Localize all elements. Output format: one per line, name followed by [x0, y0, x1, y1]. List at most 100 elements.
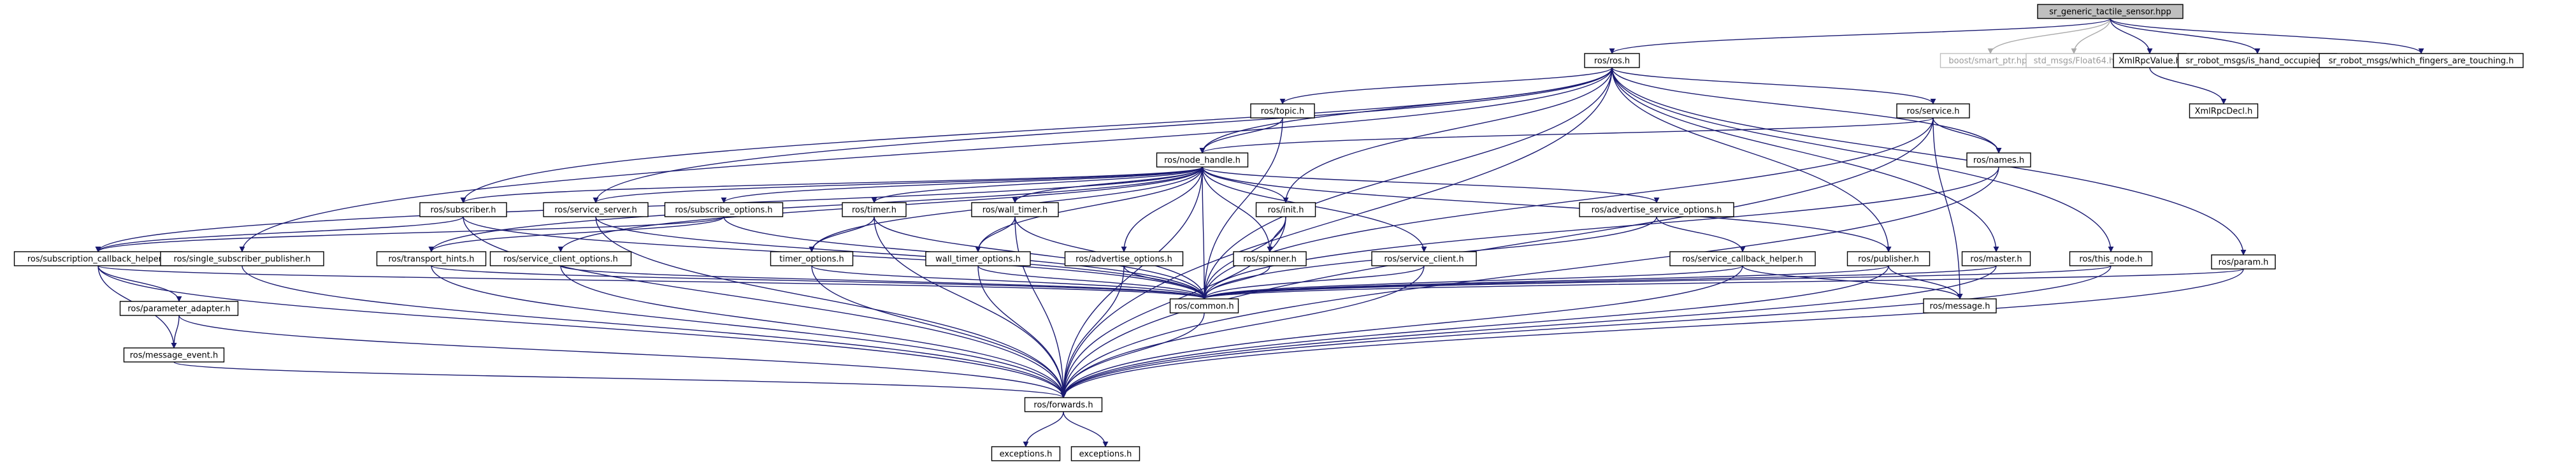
edge-ros-h-to-names	[1611, 67, 2002, 154]
edge-common-to-forwards	[1060, 312, 1205, 398]
edge-line	[977, 265, 1207, 299]
edge-line	[1201, 265, 1425, 299]
edge-node-handle-to-timer	[871, 166, 1203, 203]
edge-line	[1063, 411, 1109, 447]
node-init[interactable]: ros/init.h	[1255, 202, 1316, 217]
node-transport-hints[interactable]: ros/transport_hints.h	[376, 251, 487, 266]
edge-line	[460, 166, 1203, 203]
node-exc1[interactable]: exceptions.h	[991, 446, 1061, 461]
edge-line	[1611, 67, 2002, 154]
edge-publisher-to-forwards	[1060, 265, 1889, 398]
edge-line	[1201, 265, 1889, 299]
node-fingers[interactable]: sr_robot_msgs/which_fingers_are_touching…	[2319, 53, 2524, 68]
node-wall-timer[interactable]: ros/wall_timer.h	[971, 202, 1059, 217]
node-box	[1579, 202, 1734, 217]
node-sub-cb-helper[interactable]: ros/subscription_callback_helper.h	[13, 251, 183, 266]
node-label: std_msgs/Float64.h	[2034, 57, 2114, 66]
edge-line	[874, 216, 1207, 299]
node-label: ros/message_event.h	[130, 351, 219, 361]
edge-line	[1060, 265, 1889, 398]
edge-subscriber-to-forwards	[463, 216, 1067, 398]
node-this-node[interactable]: ros/this_node.h	[2069, 251, 2153, 266]
edge-line	[2071, 18, 2111, 54]
edge-line	[1060, 265, 1125, 398]
node-service-h[interactable]: ros/service.h	[1896, 103, 1970, 119]
node-message[interactable]: ros/message.h	[1923, 298, 1997, 314]
node-label: ros/service_callback_helper.h	[1682, 255, 1803, 264]
node-single-sub-pub[interactable]: ros/single_subscriber_publisher.h	[160, 251, 324, 266]
node-message-event[interactable]: ros/message_event.h	[123, 347, 225, 363]
node-publisher[interactable]: ros/publisher.h	[1846, 251, 1931, 266]
edge-line	[1060, 166, 1999, 398]
node-names[interactable]: ros/names.h	[1966, 152, 2031, 168]
node-adv-srv-opts[interactable]: ros/advertise_service_options.h	[1579, 202, 1734, 217]
edge-advertise-options-to-forwards	[1060, 265, 1125, 398]
node-box	[376, 251, 487, 266]
edge-line	[1932, 117, 2002, 154]
node-subscriber[interactable]: ros/subscriber.h	[419, 202, 507, 217]
edge-line	[95, 216, 464, 252]
edge-line	[1201, 265, 1270, 299]
edge-param-adapter-to-forwards	[178, 315, 1067, 398]
node-common[interactable]: ros/common.h	[1169, 298, 1239, 314]
node-box	[664, 202, 784, 217]
node-label: ros/advertise_options.h	[1076, 255, 1172, 264]
edge-node-handle-to-init	[1202, 166, 1289, 203]
node-node-handle[interactable]: ros/node_handle.h	[1156, 152, 1249, 168]
node-wall-timer-options[interactable]: wall_timer_options.h	[925, 251, 1031, 266]
node-label: ros/single_subscriber_publisher.h	[174, 255, 311, 264]
edge-line	[1201, 166, 1999, 299]
node-label: ros/service_server.h	[554, 206, 637, 215]
node-label: ros/names.h	[1973, 156, 2024, 166]
node-param-adapter[interactable]: ros/parameter_adapter.h	[119, 301, 239, 316]
node-param[interactable]: ros/param.h	[2211, 254, 2276, 270]
edge-line	[1609, 18, 2111, 54]
node-label: ros/topic.h	[1261, 107, 1305, 117]
edge-node-handle-to-sub-cb-helper	[95, 166, 1203, 252]
node-spinner[interactable]: ros/spinner.h	[1233, 251, 1307, 266]
node-srv-client-opts[interactable]: ros/service_client_options.h	[489, 251, 632, 266]
edge-ros-h-to-master	[1611, 67, 1999, 252]
node-box	[1233, 251, 1307, 266]
edge-ros-h-to-service-server	[593, 67, 1613, 203]
node-handocc[interactable]: sr_robot_msgs/is_hand_occupied.h	[2177, 53, 2338, 68]
node-exc2[interactable]: exceptions.h	[1070, 446, 1140, 461]
node-topic[interactable]: ros/topic.h	[1250, 103, 1315, 119]
node-label: ros/subscribe_options.h	[675, 206, 772, 215]
edge-line	[178, 315, 1067, 398]
node-xmlrpcdecl[interactable]: XmlRpcDecl.h	[2189, 103, 2259, 119]
node-forwards[interactable]: ros/forwards.h	[1024, 397, 1103, 412]
edge-line	[1202, 166, 1660, 203]
edge-line	[95, 166, 1203, 252]
node-subscribe-options[interactable]: ros/subscribe_options.h	[664, 202, 784, 217]
node-box	[1156, 152, 1249, 168]
edge-spinner-to-common	[1201, 265, 1270, 299]
node-service-client[interactable]: ros/service_client.h	[1371, 251, 1477, 266]
edge-publisher-to-message	[1888, 265, 1963, 299]
node-advertise-options[interactable]: ros/advertise_options.h	[1064, 251, 1184, 266]
node-timer-options[interactable]: timer_options.h	[770, 251, 854, 266]
node-srv-cb-helper[interactable]: ros/service_callback_helper.h	[1669, 251, 1816, 266]
node-root[interactable]: sr_generic_tactile_sensor.hpp	[2037, 4, 2184, 19]
node-box	[1846, 251, 1931, 266]
edge-line	[1199, 117, 1934, 154]
node-stdf64[interactable]: std_msgs/Float64.h	[2026, 53, 2122, 68]
edge-srv-cb-helper-to-message	[1742, 265, 1963, 299]
node-box	[1584, 53, 1640, 68]
edge-root-to-ros-h	[1609, 18, 2111, 54]
edge-single-sub-pub-to-forwards	[241, 265, 1067, 398]
node-master[interactable]: ros/master.h	[1961, 251, 2031, 266]
file-nodes: sr_generic_tactile_sensor.hpp ros/ros.h bo…	[13, 4, 2524, 461]
edge-service-client-to-forwards	[1060, 265, 1425, 398]
edge-line	[1201, 67, 1613, 299]
node-boost[interactable]: boost/smart_ptr.hpp	[1939, 53, 2041, 68]
node-ros-h[interactable]: ros/ros.h	[1584, 53, 1640, 68]
node-timer[interactable]: ros/timer.h	[842, 202, 907, 217]
edge-line	[721, 166, 1203, 203]
node-service-server[interactable]: ros/service_server.h	[543, 202, 649, 217]
node-box	[419, 202, 507, 217]
node-box	[119, 301, 239, 316]
node-xmlrpcvalue[interactable]: XmlRpcValue.h	[2113, 53, 2187, 68]
node-box	[160, 251, 324, 266]
